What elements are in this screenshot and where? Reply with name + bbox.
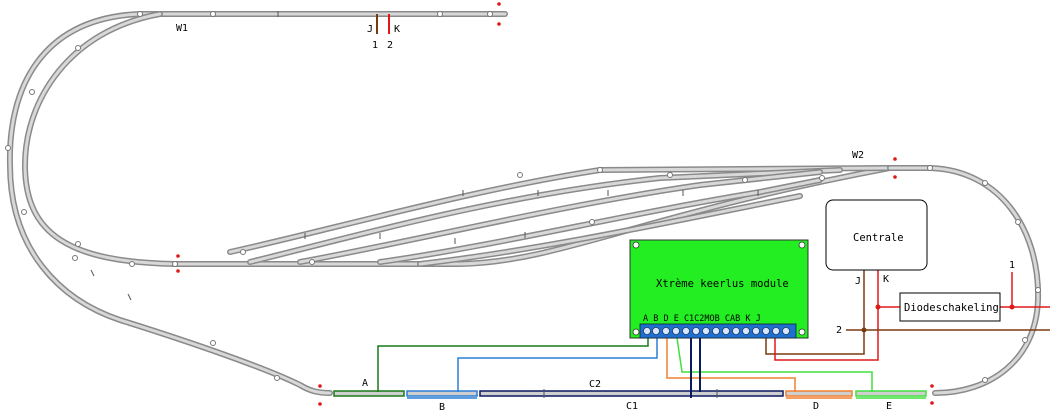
centrale-box: Centrale J K (825, 199, 928, 287)
label-j-top: J (367, 24, 373, 35)
diode-box: Diodeschakeling (899, 292, 1001, 322)
isolation-markers (176, 2, 934, 406)
label-1-top: 1 (372, 40, 378, 51)
label-w2: W2 (852, 150, 864, 161)
section-e (855, 390, 927, 397)
section-c (479, 390, 784, 397)
label-c2: C2 (589, 379, 601, 390)
wire-junctions (861, 304, 1015, 333)
track-ticks (90, 11, 759, 398)
wiring (377, 270, 1050, 398)
label-b: B (439, 402, 445, 413)
wire-b (457, 338, 658, 392)
track-joints (5, 11, 1041, 383)
centrale-j-label: J (855, 276, 861, 287)
label-k-top: K (394, 24, 400, 35)
module-title: Xtrème keerlus module (656, 278, 789, 290)
wire-a (377, 338, 649, 392)
bottom-sections: A B C2 C1 D E (333, 378, 927, 413)
wire-e (676, 337, 873, 392)
label-d: D (813, 401, 819, 412)
wire-k (774, 270, 879, 361)
label-e: E (886, 401, 892, 412)
label-a: A (362, 378, 368, 389)
track-layout (6, 11, 1042, 396)
top-feeder: J K 1 2 (367, 14, 400, 51)
label-1-right: 1 (1009, 260, 1015, 271)
label-2-top: 2 (387, 40, 393, 51)
terminal-block (639, 323, 797, 339)
label-w1: W1 (176, 23, 188, 34)
label-c1: C1 (626, 401, 638, 412)
centrale-label: Centrale (853, 232, 904, 244)
wire-d (666, 338, 796, 392)
section-a (333, 390, 405, 397)
yard-tracks (172, 165, 893, 267)
wire-j (765, 270, 865, 355)
section-d (785, 390, 853, 397)
diode-label: Diodeschakeling (904, 302, 999, 314)
module-terminal-labels: A B D E C1C2MOB CAB K J (643, 314, 761, 324)
centrale-k-label: K (883, 274, 889, 285)
label-2-mid: 2 (836, 325, 842, 336)
xtreme-module: Xtrème keerlus module A B D E C1C2MOB CA… (629, 239, 809, 339)
section-b (406, 390, 478, 397)
